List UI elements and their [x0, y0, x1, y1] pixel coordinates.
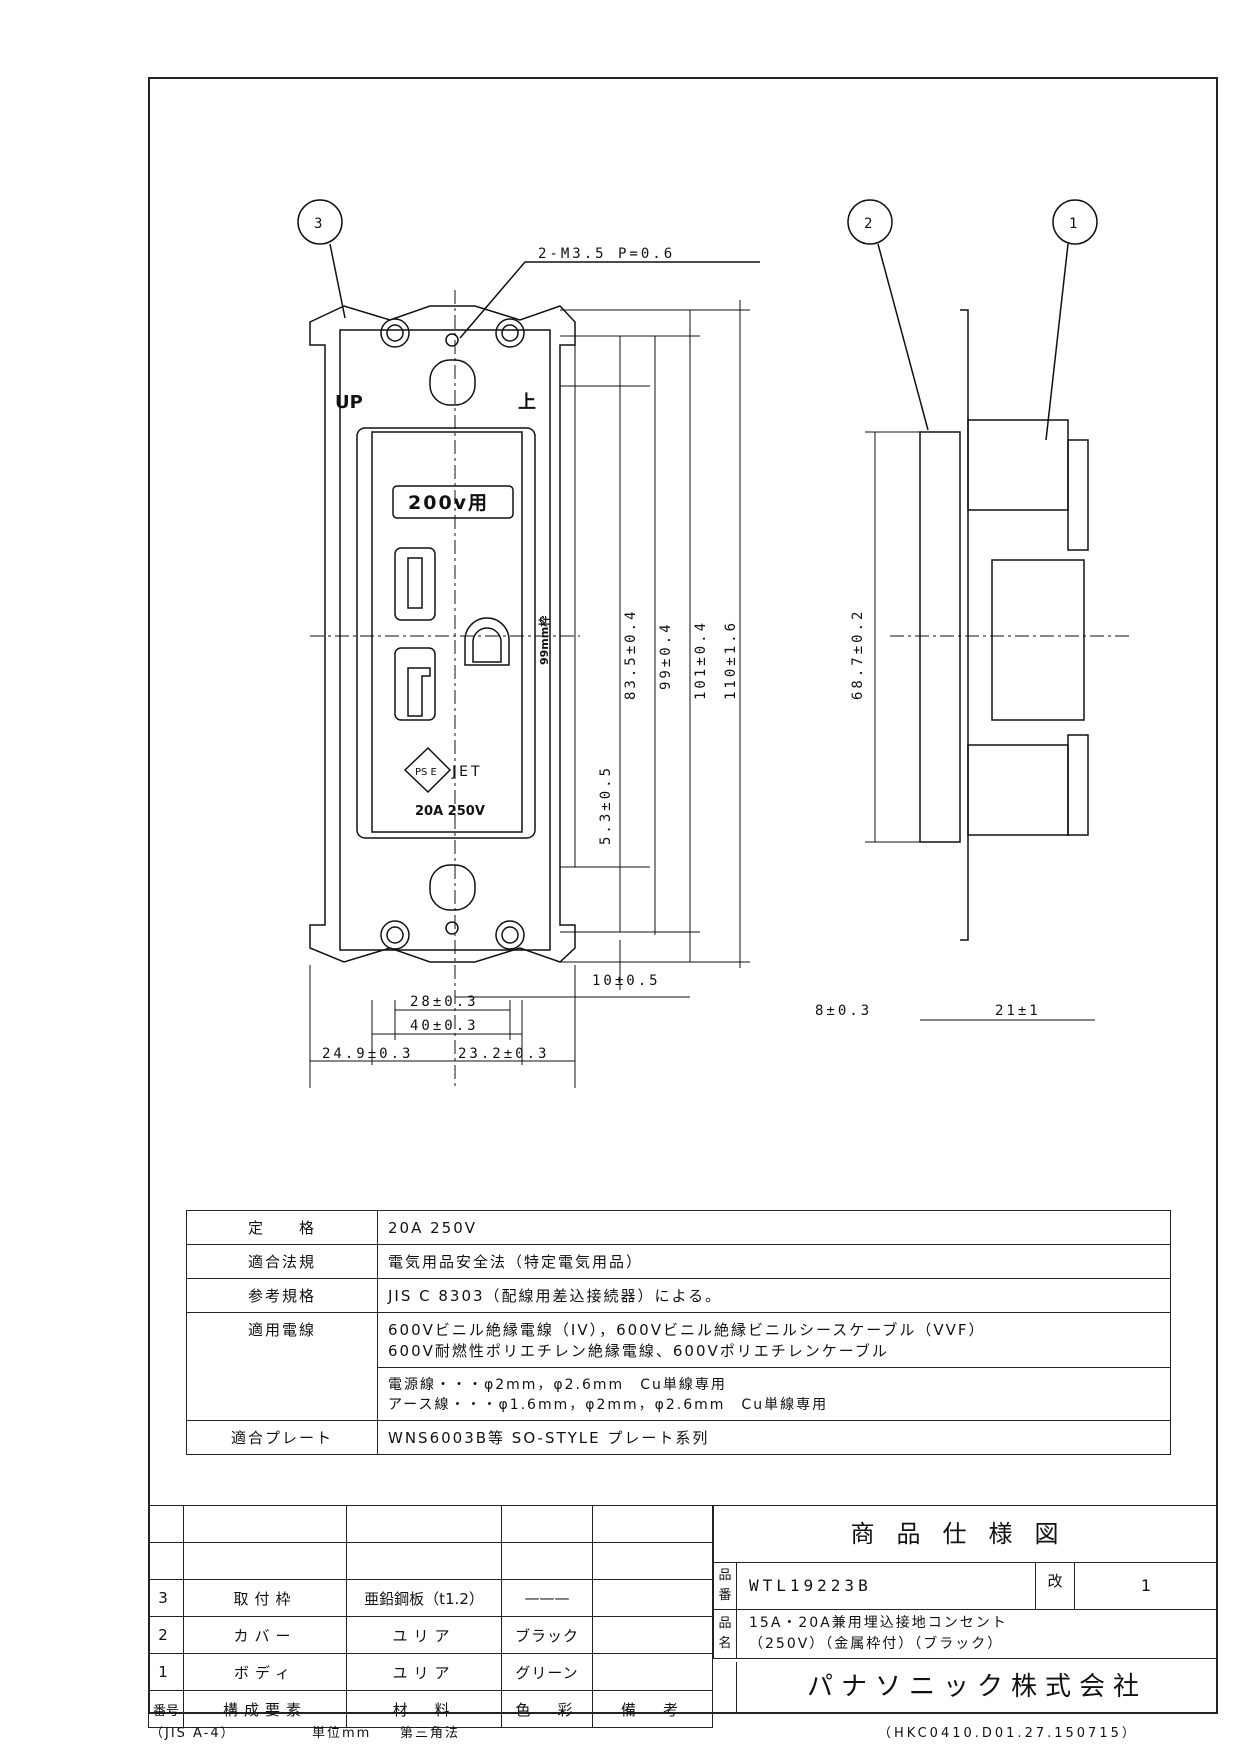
callout-3: 3	[314, 216, 325, 232]
company-name: パナソニック株式会社	[736, 1662, 1218, 1714]
projection-note: 第三角法	[400, 1726, 461, 1741]
spec-line: 電源線・・・φ2mm，φ2.6mm Cu単線専用	[388, 1377, 727, 1393]
product-name-line1: 15A・20A兼用埋込接地コンセント	[749, 1615, 1008, 1631]
bom-mat: ユリア	[346, 1616, 502, 1654]
bom-header-color: 色 彩	[501, 1690, 593, 1728]
spec-key: 適合プレート	[186, 1420, 378, 1455]
thread-note: 2-M3.5 P=0.6	[538, 246, 675, 262]
spec-key: 適合法規	[186, 1244, 378, 1279]
paper-size: （JIS A-4）	[150, 1726, 236, 1741]
bom-part: ボディ	[183, 1653, 347, 1691]
jet-mark: JET	[451, 764, 483, 780]
spec-key: 参考規格	[186, 1278, 378, 1313]
spec-line: 600V耐燃性ポリエチレン絶縁電線、600Vポリエチレンケーブル	[388, 1342, 889, 1360]
part-no: WTL19223B	[736, 1562, 1036, 1610]
product-name-line2: （250V）（金属枠付）（ブラック）	[749, 1636, 1004, 1652]
technical-drawing: 3 2 1 2-M3.5 P=0.6 UP 上 200v用 PS E JET 2…	[297, 199, 1130, 1090]
bom-header-part: 構成要素	[183, 1690, 347, 1728]
bom-color: ———	[501, 1579, 593, 1617]
pitch-mark: 99mm枠	[537, 616, 551, 665]
bom-no: 2	[148, 1616, 184, 1654]
bom-color: グリーン	[501, 1653, 593, 1691]
spec-line: アース線・・・φ1.6mm，φ2mm，φ2.6mm Cu単線専用	[388, 1397, 829, 1413]
spec-val: JIS C 8303（配線用差込接続器）による。	[377, 1278, 1171, 1313]
rating-mark: 20A 250V	[415, 804, 485, 819]
spec-key: 適用電線	[186, 1312, 378, 1421]
dim-101: 101±0.4	[693, 620, 709, 700]
spec-key: 定 格	[186, 1210, 378, 1245]
dim-5: 5.3±0.5	[598, 765, 614, 845]
bom-note	[592, 1579, 713, 1617]
dim-99: 99±0.4	[658, 621, 674, 690]
bom-mat: 亜鉛鋼板（t1.2）	[346, 1579, 502, 1617]
dim-21: 21±1	[995, 1003, 1041, 1019]
spec-val: 電気用品安全法（特定電気用品）	[377, 1244, 1171, 1279]
bom-note	[592, 1653, 713, 1691]
callout-2: 2	[864, 216, 875, 232]
spec-val: 600Vビニル絶縁電線（IV），600Vビニル絶縁ビニルシースケーブル（VVF）…	[377, 1312, 1171, 1368]
spec-line: 600Vビニル絶縁電線（IV），600Vビニル絶縁ビニルシースケーブル（VVF）	[388, 1321, 986, 1339]
dim-249: 24.9±0.3	[322, 1046, 413, 1062]
bom-header-note: 備 考	[592, 1690, 713, 1728]
spec-val: 20A 250V	[377, 1210, 1171, 1245]
dim-40: 40±0.3	[410, 1018, 479, 1034]
bom-part: 取付枠	[183, 1579, 347, 1617]
dim-28: 28±0.3	[410, 994, 479, 1010]
voltage-tag: 200v用	[408, 492, 489, 514]
drawing-code: （HKC0410.D01.27.150715）	[878, 1726, 1138, 1741]
product-name: 15A・20A兼用埋込接地コンセント （250V）（金属枠付）（ブラック）	[736, 1609, 1218, 1659]
bom-no: 1	[148, 1653, 184, 1691]
rev-label: 改	[1035, 1562, 1075, 1610]
dim-232: 23.2±0.3	[458, 1046, 549, 1062]
dim-110: 110±1.6	[723, 620, 739, 700]
title-block: 商品仕様図 品番 WTL19223B 改 1 品名 15A・20A兼用埋込接地コ…	[713, 1505, 1218, 1679]
bom-mat: ユリア	[346, 1653, 502, 1691]
rev-value: 1	[1074, 1562, 1218, 1610]
dim-687: 68.7±0.2	[850, 609, 866, 700]
bom-color: ブラック	[501, 1616, 593, 1654]
spec-val: WNS6003B等 SO-STYLE プレート系列	[377, 1420, 1171, 1455]
name-label: 品名	[713, 1609, 737, 1659]
doc-title: 商品仕様図	[713, 1505, 1218, 1563]
up-kanji: 上	[518, 392, 536, 413]
dim-8: 8±0.3	[815, 1003, 872, 1019]
dim-10: 10±0.5	[592, 973, 661, 989]
up-label: UP	[335, 392, 363, 413]
part-no-label: 品番	[713, 1562, 737, 1610]
callout-1: 1	[1069, 216, 1080, 232]
dim-83: 83.5±0.4	[623, 609, 639, 700]
unit-note: 単位mm	[312, 1726, 372, 1741]
bom-part: カバー	[183, 1616, 347, 1654]
bom-header-mat: 材 料	[346, 1690, 502, 1728]
pse-mark: PS E	[415, 767, 437, 778]
bom-no: 3	[148, 1579, 184, 1617]
spec-val: 電源線・・・φ2mm，φ2.6mm Cu単線専用アース線・・・φ1.6mm，φ2…	[377, 1367, 1171, 1421]
bom-note	[592, 1616, 713, 1654]
